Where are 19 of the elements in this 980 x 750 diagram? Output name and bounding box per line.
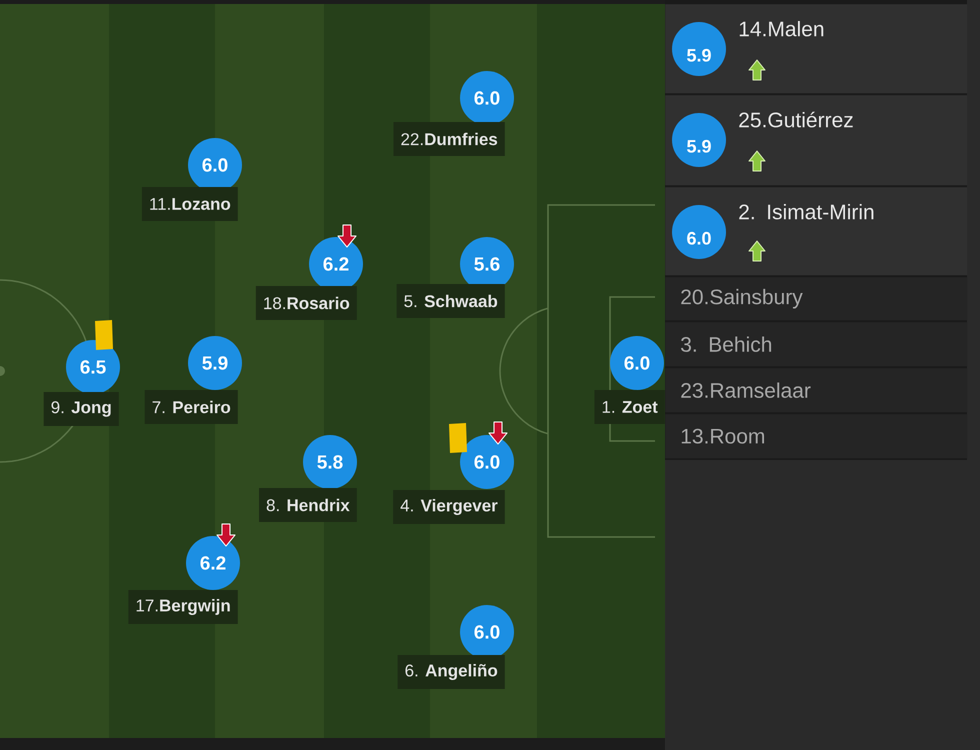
bench-row: 23.Ramselaar — [665, 368, 968, 412]
bench-row: 3. Behich — [665, 322, 968, 366]
node-label: 13.Room — [682, 428, 764, 444]
bench-row: 13.Room — [665, 414, 968, 458]
name-plate: 11.Lozano — [142, 187, 238, 221]
name-plate: 18.Rosario — [256, 286, 357, 320]
name-plate: 4. Viergever — [393, 490, 505, 524]
node-label: 20.Sainsbury — [681, 288, 803, 308]
name-plate: 9. Jong — [44, 392, 119, 426]
name-plate: 17.Bergwijn — [128, 590, 238, 624]
name-plate: 1. Zoet — [594, 390, 665, 424]
name-plate: 8. Hendrix — [259, 488, 357, 522]
name-plate: 6. Angeliño — [398, 655, 505, 689]
bench-row: 20.Sainsbury — [665, 277, 968, 320]
node-label: 3. Behich — [681, 336, 772, 352]
name-plate: 5. Schwaab — [396, 284, 505, 318]
name-plate: 7. Pereiro — [144, 390, 238, 424]
node-label: 23.Ramselaar — [681, 382, 811, 398]
name-plate: 22.Dumfries — [393, 122, 505, 156]
